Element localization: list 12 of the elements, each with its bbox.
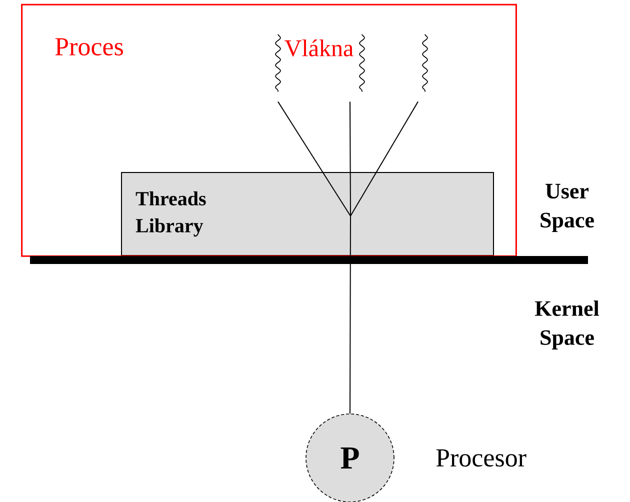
- library-box: Threads Library: [121, 172, 494, 256]
- squiggle-line: [359, 34, 365, 92]
- connector-line: [350, 101, 418, 216]
- space-label: Kernel Space: [535, 300, 600, 350]
- thread-label: Vlákna: [284, 39, 354, 56]
- connector-line: [350, 215, 351, 414]
- processor-label: Procesor: [436, 449, 526, 467]
- squiggle-line: [422, 34, 428, 92]
- connector-line: [278, 101, 351, 216]
- squiggle-line: [275, 34, 281, 92]
- connector-line: [350, 101, 351, 216]
- space-label: User Space: [540, 184, 594, 232]
